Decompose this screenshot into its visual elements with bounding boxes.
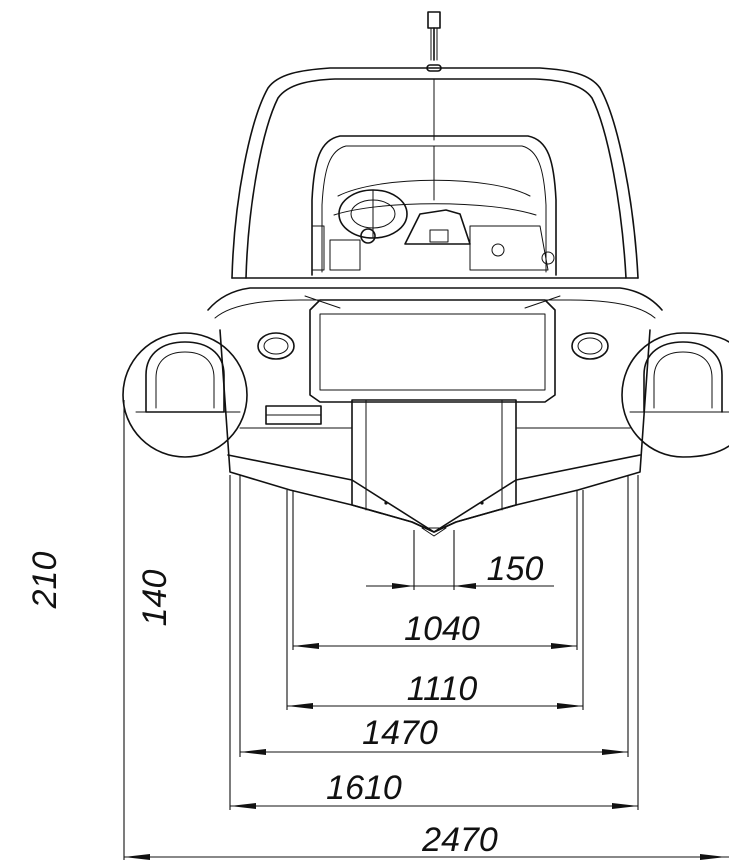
dimension-lines: [123, 400, 729, 860]
dim-label-210: 210: [26, 552, 64, 610]
dim-label-1040: 1040: [404, 610, 480, 648]
dim-label-1470: 1470: [362, 714, 438, 752]
deck: [207, 277, 663, 319]
boat-outline: [122, 11, 729, 537]
portholes: [257, 332, 609, 360]
bow-console: [304, 295, 561, 403]
dimension-labels: 210 140 150 1040 1110 1470 1610 2470: [26, 550, 543, 859]
dim-label-1610: 1610: [326, 769, 402, 807]
tube-left: [122, 332, 248, 458]
dim-label-2470: 2470: [421, 821, 498, 859]
canopy-frame: [231, 67, 639, 279]
hull: [219, 329, 651, 537]
dim-label-140: 140: [136, 570, 174, 627]
antenna: [426, 11, 442, 72]
tube-right: [621, 332, 729, 458]
dim-label-150: 150: [487, 550, 544, 588]
windshield: [311, 135, 557, 276]
dim-label-1110: 1110: [407, 670, 478, 708]
